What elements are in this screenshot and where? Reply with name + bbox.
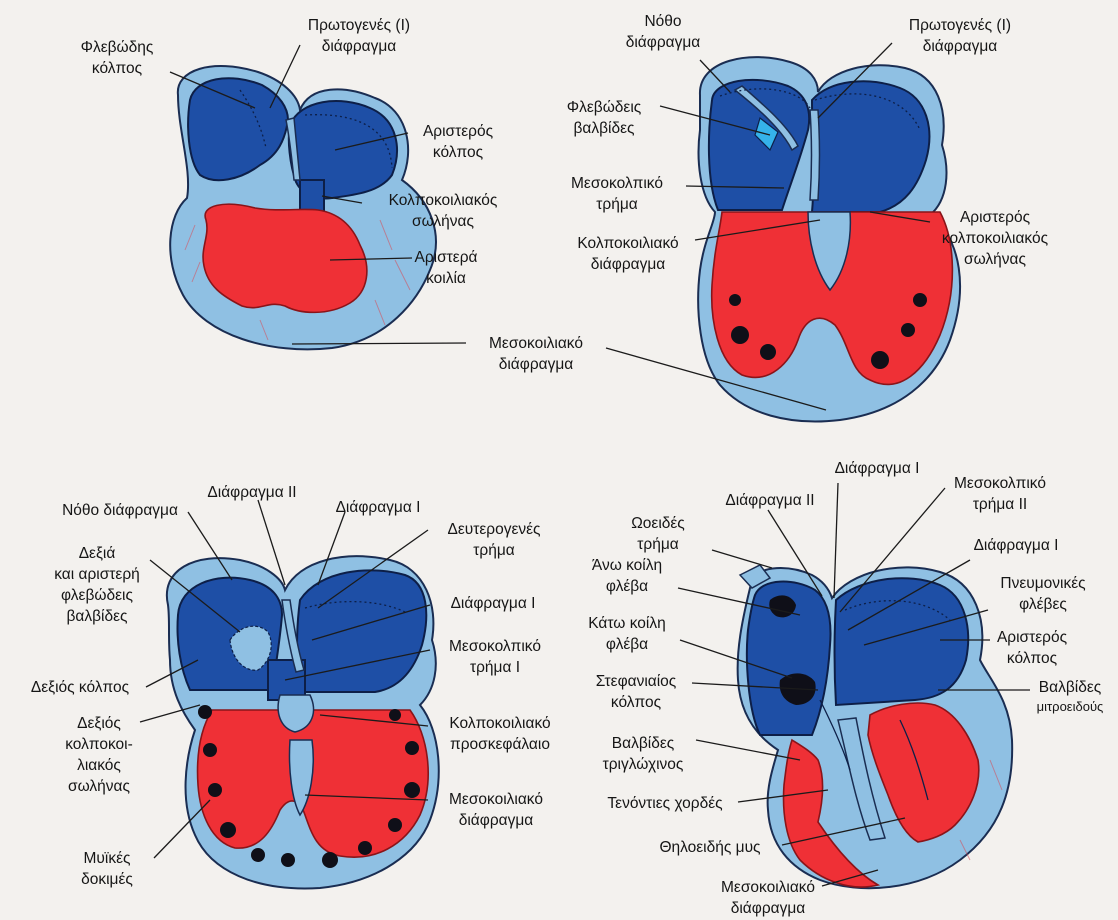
label-papillary-muscle: Θηλοειδής μυς xyxy=(659,839,760,856)
septum-primum xyxy=(810,110,820,200)
heart-top-right xyxy=(698,57,960,421)
label-septum-i-2: Διάφραγμα I xyxy=(451,595,536,612)
label-right-atrium: Δεξιός κόλπος xyxy=(31,679,129,696)
label-septum-spurium: Νόθο διάφραγμα xyxy=(62,502,178,519)
heart-bottom-right xyxy=(738,565,1013,888)
label-septum-i: Διάφραγμα I xyxy=(336,499,421,516)
label-septum-primum: Πρωτογενές (I)διάφραγμα xyxy=(909,17,1011,55)
label-septum-primum: Πρωτογενές (I)διάφραγμα xyxy=(308,17,410,55)
label-chordae-tendineae: Τενόντιες χορδές xyxy=(607,795,722,812)
atrium-left xyxy=(835,578,969,705)
canal xyxy=(300,180,324,212)
label-septum-i-top: Διάφραγμα I xyxy=(835,460,920,477)
label-septum-ii: Διάφραγμα II xyxy=(207,484,296,501)
ventricle xyxy=(203,204,367,312)
label-septum-i-right: Διάφραγμα I xyxy=(974,537,1059,554)
label-septum-ii: Διάφραγμα II xyxy=(725,492,814,509)
